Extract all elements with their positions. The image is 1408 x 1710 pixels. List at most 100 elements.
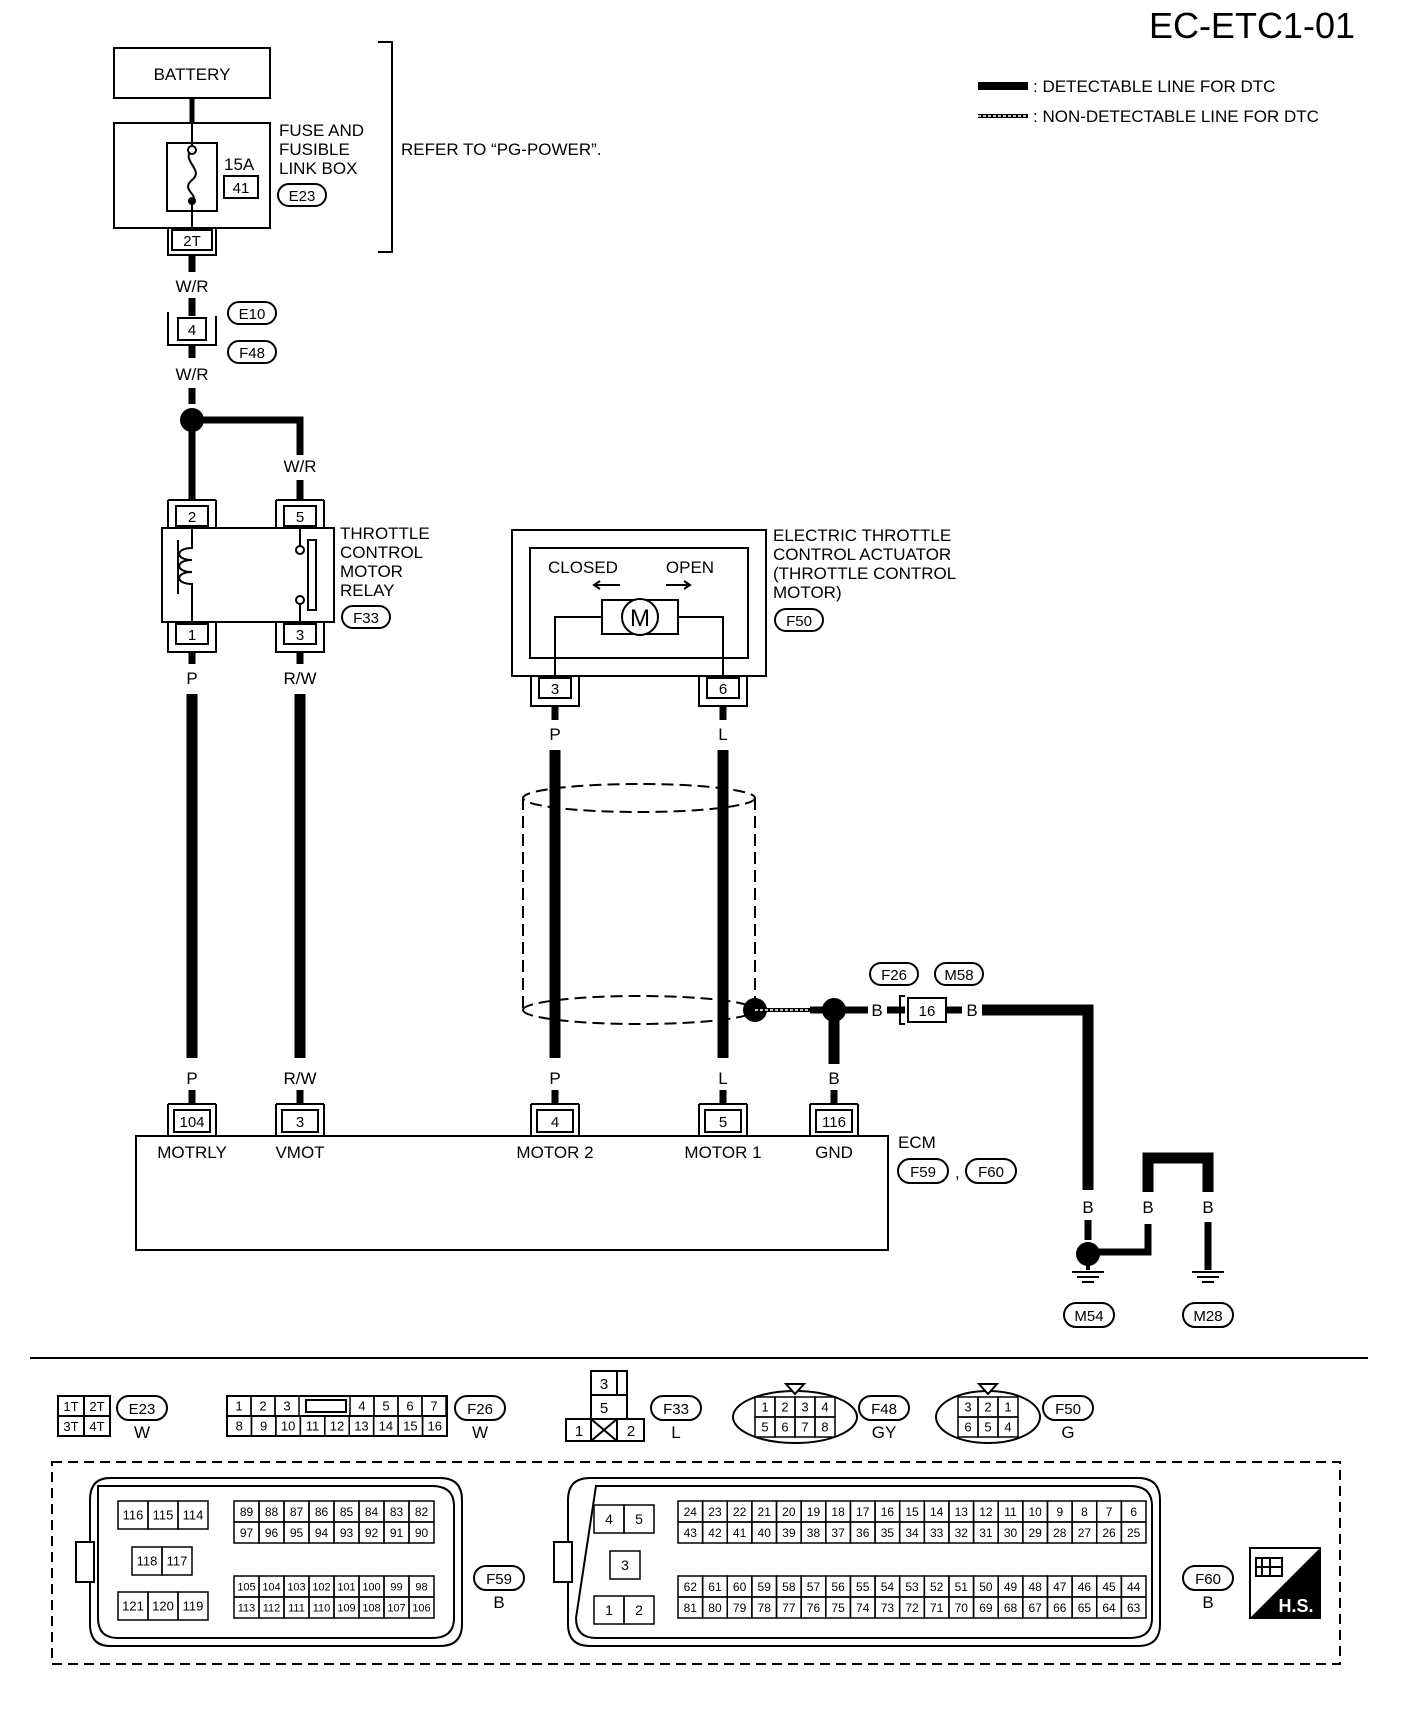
ecm-terminal-104: 104 MOTRLY	[157, 1103, 227, 1162]
motor-symbol: M	[630, 605, 650, 632]
ecm-terminal-3: 3 VMOT	[275, 1103, 325, 1162]
connector-pin: 43	[684, 1526, 698, 1540]
connector-pin: 24	[684, 1505, 698, 1519]
refer-note: REFER TO “PG-POWER”.	[401, 140, 602, 159]
connector-pin: 1	[235, 1399, 242, 1414]
connector-pin: 37	[831, 1526, 845, 1540]
fuse-box-label-3: LINK BOX	[279, 159, 357, 178]
f50-id: F50	[1055, 1401, 1081, 1418]
arrow-right-icon	[666, 580, 692, 590]
connector-pin: 4	[1004, 1420, 1011, 1435]
connector-pin: 76	[807, 1601, 821, 1615]
connector-pin: 72	[905, 1601, 919, 1615]
wire-color-b-left: B	[871, 1001, 882, 1020]
connector-pin: 31	[979, 1526, 993, 1540]
connector-view-e23: 1T 2T 3T 4T E23 W	[57, 1395, 168, 1442]
relay-label-3: MOTOR	[340, 562, 403, 581]
connector-pin: 9	[1056, 1505, 1063, 1519]
arrow-left-icon	[592, 580, 620, 590]
connector-pin: 26	[1102, 1526, 1116, 1540]
connector-pin: 64	[1102, 1601, 1116, 1615]
e23-color: W	[134, 1423, 150, 1442]
e23-pin: 1T	[63, 1399, 78, 1414]
e23-id: E23	[129, 1401, 156, 1418]
connector-pin: 15	[905, 1505, 919, 1519]
connector-pin: 51	[955, 1580, 969, 1594]
connector-pin: 40	[758, 1526, 772, 1540]
connector-pin: 3	[621, 1557, 629, 1573]
connector-pin: 6	[406, 1399, 413, 1414]
ecm-connectors-frame	[51, 1461, 1341, 1665]
wire-color-wr-3: W/R	[283, 457, 316, 476]
wire-color-rw-relay: R/W	[283, 669, 316, 688]
f26-color: W	[472, 1423, 488, 1442]
ecm-connector-1: F59	[910, 1164, 936, 1181]
f33-pin: 3	[600, 1376, 608, 1393]
relay-pin-1: 1	[188, 627, 196, 644]
connector-pin: 65	[1078, 1601, 1092, 1615]
relay-coil-icon	[178, 528, 193, 622]
relay-pin-5: 5	[296, 509, 304, 526]
connector-pin: 21	[758, 1505, 772, 1519]
connector-pin: 66	[1053, 1601, 1067, 1615]
connector-pin: 104	[262, 1581, 280, 1593]
connector-f26-joint: F26	[881, 967, 907, 984]
connector-pin: 3	[964, 1400, 971, 1415]
f50-color: G	[1061, 1423, 1074, 1442]
f59-color: B	[493, 1593, 504, 1612]
relay-label-1: THROTTLE	[340, 524, 430, 543]
f33-color: L	[671, 1423, 680, 1442]
relay-pin-2: 2	[188, 509, 196, 526]
connector-pin: 89	[240, 1505, 254, 1519]
f33-id: F33	[663, 1401, 689, 1418]
ecm-pin: 4	[551, 1114, 559, 1131]
f33-pin: 1	[575, 1423, 583, 1440]
hs-badge-text: H.S.	[1278, 1596, 1313, 1616]
wire-color-p-act: P	[549, 725, 560, 744]
connector-m58: M58	[944, 967, 973, 984]
connector-pin: 54	[881, 1580, 895, 1594]
connector-pin: 61	[708, 1580, 722, 1594]
connector-pin: 18	[831, 1505, 845, 1519]
ecm-pin: 116	[822, 1114, 846, 1131]
connector-pin: 33	[930, 1526, 944, 1540]
connector-pin: 16	[881, 1505, 895, 1519]
connector-pin: 79	[733, 1601, 747, 1615]
connector-pin: 9	[260, 1419, 267, 1434]
connector-pin: 4	[605, 1511, 613, 1527]
connector-pin: 38	[807, 1526, 821, 1540]
connector-pin: 5	[761, 1420, 768, 1435]
fuse-box-connector: E23	[289, 188, 316, 205]
connector-pin: 53	[905, 1580, 919, 1594]
connector-pin: 11	[1004, 1505, 1017, 1519]
actuator-label-1: ELECTRIC THROTTLE	[773, 526, 951, 545]
diagram-title: EC-ETC1-01	[1149, 5, 1355, 46]
ecm-terminal-4: 4 MOTOR 2	[516, 1103, 594, 1162]
ecm-terminal-name: VMOT	[275, 1143, 324, 1162]
connector-pin: 39	[782, 1526, 796, 1540]
connector-pin: 80	[708, 1601, 722, 1615]
ecm-terminal-name: MOTOR 1	[684, 1143, 761, 1162]
ecm-label: ECM	[898, 1133, 936, 1152]
actuator-connector: F50	[786, 613, 812, 630]
connector-pin: 108	[362, 1602, 380, 1614]
connector-pin: 71	[930, 1601, 944, 1615]
connector-pin: 7	[1106, 1505, 1113, 1519]
actuator-pin-3: 3	[551, 681, 559, 698]
wire-color-p-relay: P	[186, 669, 197, 688]
connector-pin: 120	[152, 1599, 174, 1614]
ground-icon	[1192, 1271, 1224, 1283]
f60-id: F60	[1195, 1571, 1221, 1588]
connector-pin: 78	[758, 1601, 772, 1615]
joint-pin-16: 16	[919, 1003, 936, 1020]
connector-pin: 87	[290, 1505, 304, 1519]
hs-badge: H.S.	[1249, 1547, 1321, 1619]
connector-pin: 111	[288, 1602, 305, 1614]
actuator-label-3: (THROTTLE CONTROL	[773, 564, 956, 583]
connector-pin: 46	[1078, 1580, 1092, 1594]
connector-view-f33: 3 5 1 2 F33 L	[565, 1370, 702, 1442]
e23-pin: 3T	[63, 1419, 78, 1434]
connector-pin: 116	[123, 1508, 144, 1523]
